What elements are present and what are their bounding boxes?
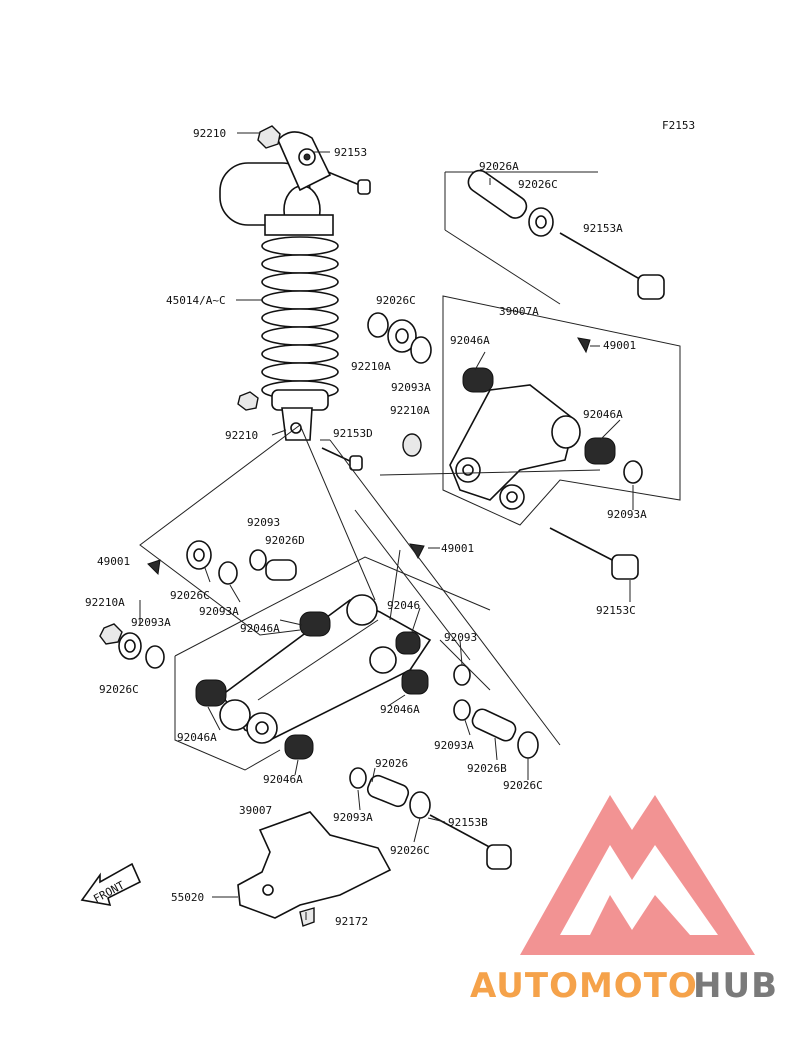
callout-92093A-c: 92093A bbox=[434, 739, 474, 752]
shock-absorber bbox=[219, 125, 371, 471]
callout-92026A: 92026A bbox=[479, 160, 519, 173]
front-arrow: FRONT bbox=[80, 862, 142, 907]
figure-code: F2153 bbox=[662, 119, 695, 132]
callout-92210A-r: 92210A bbox=[390, 404, 430, 417]
callout-92046A-c1: 92046A bbox=[240, 622, 280, 635]
callout-92046A-r2: 92046A bbox=[583, 408, 623, 421]
callout-92153: 92153 bbox=[334, 146, 367, 159]
callout-92210A-mid: 92210A bbox=[351, 360, 391, 373]
callout-92153A: 92153A bbox=[583, 222, 623, 235]
watermark-text-gray: HUB bbox=[693, 966, 778, 1006]
callout-92046A-b: 92046A bbox=[263, 773, 303, 786]
callout-92210A-l: 92210A bbox=[85, 596, 125, 609]
callout-49001-r2: 49001 bbox=[441, 542, 474, 555]
callout-92026C-mid: 92026C bbox=[376, 294, 416, 307]
leader-lines bbox=[139, 132, 634, 920]
callout-92153D: 92153D bbox=[333, 427, 373, 440]
callout-92046: 92046 bbox=[387, 599, 420, 612]
callout-92026D: 92026D bbox=[265, 534, 305, 547]
callout-92026C-r: 92026C bbox=[503, 779, 543, 792]
callout-39007: 39007 bbox=[239, 804, 272, 817]
callout-92046A-c2: 92046A bbox=[380, 703, 420, 716]
callout-45014: 45014/A~C bbox=[166, 294, 226, 307]
linkage-guard bbox=[237, 811, 392, 927]
callout-92210-bottom: 92210 bbox=[225, 429, 258, 442]
callout-92093A-l1: 92093A bbox=[199, 605, 239, 618]
callout-92093-r: 92093 bbox=[444, 631, 477, 644]
linkage-assembly bbox=[99, 424, 601, 870]
callout-92026C-top: 92026C bbox=[518, 178, 558, 191]
callout-92026B: 92026B bbox=[467, 762, 507, 775]
callout-49001-r1: 49001 bbox=[603, 339, 636, 352]
callout-92153C: 92153C bbox=[596, 604, 636, 617]
watermark-logo: AUTOMOTO HUB bbox=[470, 795, 778, 1006]
upper-bolt-set bbox=[444, 169, 665, 305]
callout-49001-l: 49001 bbox=[97, 555, 130, 568]
callout-92026C-b: 92026C bbox=[390, 844, 430, 857]
callout-92093A-l2: 92093A bbox=[131, 616, 171, 629]
callout-92093-top: 92093 bbox=[247, 516, 280, 529]
callout-39007A: 39007A bbox=[499, 305, 539, 318]
callout-92172: 92172 bbox=[335, 915, 368, 928]
callout-92093A-r: 92093A bbox=[607, 508, 647, 521]
callout-92093A-b: 92093A bbox=[333, 811, 373, 824]
callout-92026: 92026 bbox=[375, 757, 408, 770]
callout-92046A-r1: 92046A bbox=[450, 334, 490, 347]
callout-55020: 55020 bbox=[171, 891, 204, 904]
callout-92046A-l: 92046A bbox=[177, 731, 217, 744]
watermark-text-orange: AUTOMOTO bbox=[470, 966, 698, 1006]
callout-92026C-l: 92026C bbox=[170, 589, 210, 602]
callout-labels: 92210 92153 45014/A~C 92210 92153D 92026… bbox=[85, 127, 647, 928]
callout-92153B: 92153B bbox=[448, 816, 488, 829]
callout-92210-top: 92210 bbox=[193, 127, 226, 140]
callout-92026C-l2: 92026C bbox=[99, 683, 139, 696]
callout-92093A-mid: 92093A bbox=[391, 381, 431, 394]
